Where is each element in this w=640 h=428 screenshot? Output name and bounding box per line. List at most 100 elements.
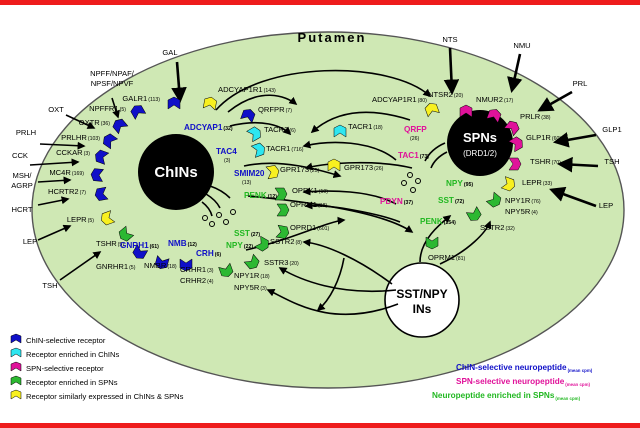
input-npff-2: NPSF/NPVF — [91, 79, 134, 88]
receptor-glyph-sstr3 — [243, 253, 260, 270]
neuropeptide-tac4: TAC4 — [216, 147, 237, 156]
input-prl: PRL — [573, 79, 588, 88]
receptor-oxtr: OXTR(36) — [79, 118, 111, 127]
neuropeptide-gnrh1: GNRH1(61) — [120, 241, 159, 250]
neuropeptide-nmb: NMB(12) — [168, 239, 197, 248]
receptor-gpr173-spn: GPR173(26) — [344, 163, 384, 172]
legend-swatch-yellow — [10, 389, 22, 400]
receptor-glyph-oprm1-chin — [276, 203, 290, 217]
neuropeptide-sst-chin: SST(27) — [234, 229, 260, 238]
receptor-crhr1: CRHR1(3) — [180, 265, 214, 274]
receptor-glyph-glp1r — [508, 136, 523, 153]
neuropeptide-qrfp-value: (26) — [410, 136, 419, 142]
receptor-glyph-gpr173-spn — [327, 158, 341, 172]
receptor-mc4r: MC4R(169) — [49, 168, 84, 177]
receptor-tacr1-chin: TACR1(716) — [266, 144, 304, 153]
neuropeptide-penk-spn: PENK(254) — [420, 217, 456, 226]
input-nts: NTS — [442, 35, 457, 44]
receptor-qrfpr: QRFPR(7) — [258, 105, 292, 114]
chin-cell — [138, 134, 214, 210]
receptor-oprk1: OPRK1(10) — [292, 186, 328, 195]
chin-cell-label: ChINs — [154, 164, 197, 181]
receptor-glyph-galr1 — [167, 96, 181, 110]
input-hcrt: HCRT — [12, 205, 33, 214]
receptor-npy5r-spn: NPY5R(4) — [505, 207, 538, 216]
input-tsh-left: TSH — [42, 281, 57, 290]
legend-neuropeptides: ChIN-selective neuropeptide(mean cpm) SP… — [432, 363, 593, 401]
receptor-gnrhr1: GNRHR1(5) — [96, 262, 136, 271]
receptor-glyph-adcyap1r1-chin — [202, 96, 217, 111]
input-glp1: GLP1 — [602, 125, 621, 134]
receptor-glyphs — [90, 96, 523, 277]
input-nmu: NMU — [513, 41, 530, 50]
legend-left-item-2: SPN-selective receptor — [26, 364, 104, 373]
receptor-lepr-right: LEPR(33) — [522, 178, 552, 187]
receptor-glyph-crhr — [179, 258, 193, 272]
spn-vesicles — [401, 172, 421, 193]
receptor-glyph-hcrtr2 — [94, 186, 109, 201]
input-tsh-right: TSH — [604, 157, 619, 166]
neuropeptide-npy-chin: NPY(22) — [226, 241, 253, 250]
neuropeptide-npy-spn: NPY(95) — [446, 179, 473, 188]
legend-left-item-1: Receptor enriched in ChINs — [26, 350, 119, 359]
input-cck: CCK — [12, 151, 28, 160]
receptor-glyph-tacr1-chin — [250, 142, 265, 158]
legend-right-item-1: SPN-selective neuropeptide(mean cpm) — [456, 377, 590, 387]
receptor-glyph-tshr-left — [118, 225, 135, 242]
receptor-tacr1-spn: TACR1(18) — [348, 122, 383, 131]
receptor-prlr: PRLR(38) — [520, 112, 551, 121]
receptor-glyph-lepr-left — [101, 210, 116, 226]
receptor-npffr1: NPFFR1(5) — [89, 104, 126, 113]
receptor-npy5r-chin: NPY5R(3) — [234, 283, 267, 292]
neuropeptide-pdyn: PDYN(37) — [380, 197, 413, 206]
receptor-glyph-nmur2 — [486, 109, 502, 124]
legend-swatch-green — [10, 375, 22, 386]
receptor-npy1r-chin: NPY1R(18) — [234, 271, 270, 280]
receptor-tacr2: TACR2(6) — [264, 125, 296, 134]
receptor-nmur2: NMUR2(17) — [476, 95, 514, 104]
external-input-arrows — [29, 47, 599, 281]
chin-vesicles — [202, 209, 236, 227]
receptor-glyph-tacr1-spn — [333, 124, 347, 138]
neuropeptide-sst-spn: SST(72) — [438, 196, 464, 205]
receptor-glyph-npffr1 — [130, 105, 147, 120]
receptor-gpr173-chin: GPR173(25) — [280, 165, 320, 174]
legend-left-item-3: Receptor enriched in SPNs — [26, 378, 118, 387]
spn-process-1 — [424, 142, 446, 162]
receptor-sstr2-spn: SSTR2(32) — [480, 223, 515, 232]
receptor-glyph-tacr2 — [246, 126, 261, 143]
receptor-tshr-left: TSHR(5) — [96, 239, 124, 248]
receptor-glyph-npy1r-spn — [485, 191, 502, 208]
receptor-cckar: CCKAR(3) — [56, 148, 90, 157]
receptor-glyph-nmbr — [154, 255, 170, 270]
receptor-lepr-left: LEPR(5) — [67, 215, 94, 224]
receptor-glyph-cckar — [95, 149, 110, 165]
receptor-glyph-mc4r — [90, 168, 104, 182]
receptor-glyph-gnrhr1 — [132, 244, 149, 259]
legend-right-item-0: ChIN-selective neuropeptide(mean cpm) — [456, 363, 593, 373]
neuropeptide-smim20-value: (13) — [242, 180, 251, 186]
receptor-glyph-sstr2-spn — [465, 206, 482, 221]
spn-cell-sublabel: (DRD1/2) — [463, 149, 497, 158]
receptor-glyph-adcyap1r1-spn — [424, 103, 440, 118]
receptor-npy1r-spn: NPY1R(76) — [505, 196, 541, 205]
receptor-tshr-right: TSHR(70) — [530, 157, 561, 166]
input-lep-left: LEP — [23, 237, 37, 246]
legend-swatch-cyan — [10, 347, 22, 358]
neuropeptide-smim20: SMIM20 — [234, 169, 265, 178]
input-msh-1: MSH/ — [13, 171, 33, 180]
receptor-glyph-oprd1 — [275, 224, 290, 239]
receptor-sstr2-chin: SSTR2(8) — [270, 237, 302, 246]
chin-process-2 — [205, 193, 221, 209]
receptor-ntsr2: NTSR2(20) — [428, 90, 463, 99]
input-msh-2: AGRP — [11, 181, 33, 190]
receptor-sstr3: SSTR3(20) — [264, 258, 299, 267]
neuropeptide-adcyap1: ADCYAP1(32) — [184, 123, 233, 132]
receptor-oprd1: OPRD1(601) — [290, 223, 330, 232]
receptor-glyph-qrfpr-chin — [240, 109, 256, 124]
legend-right-item-2: Neuropeptide enriched in SPNs(mean cpm) — [432, 391, 581, 401]
receptor-glyph-prlr — [503, 120, 520, 137]
legend-swatch-magenta — [10, 361, 22, 372]
